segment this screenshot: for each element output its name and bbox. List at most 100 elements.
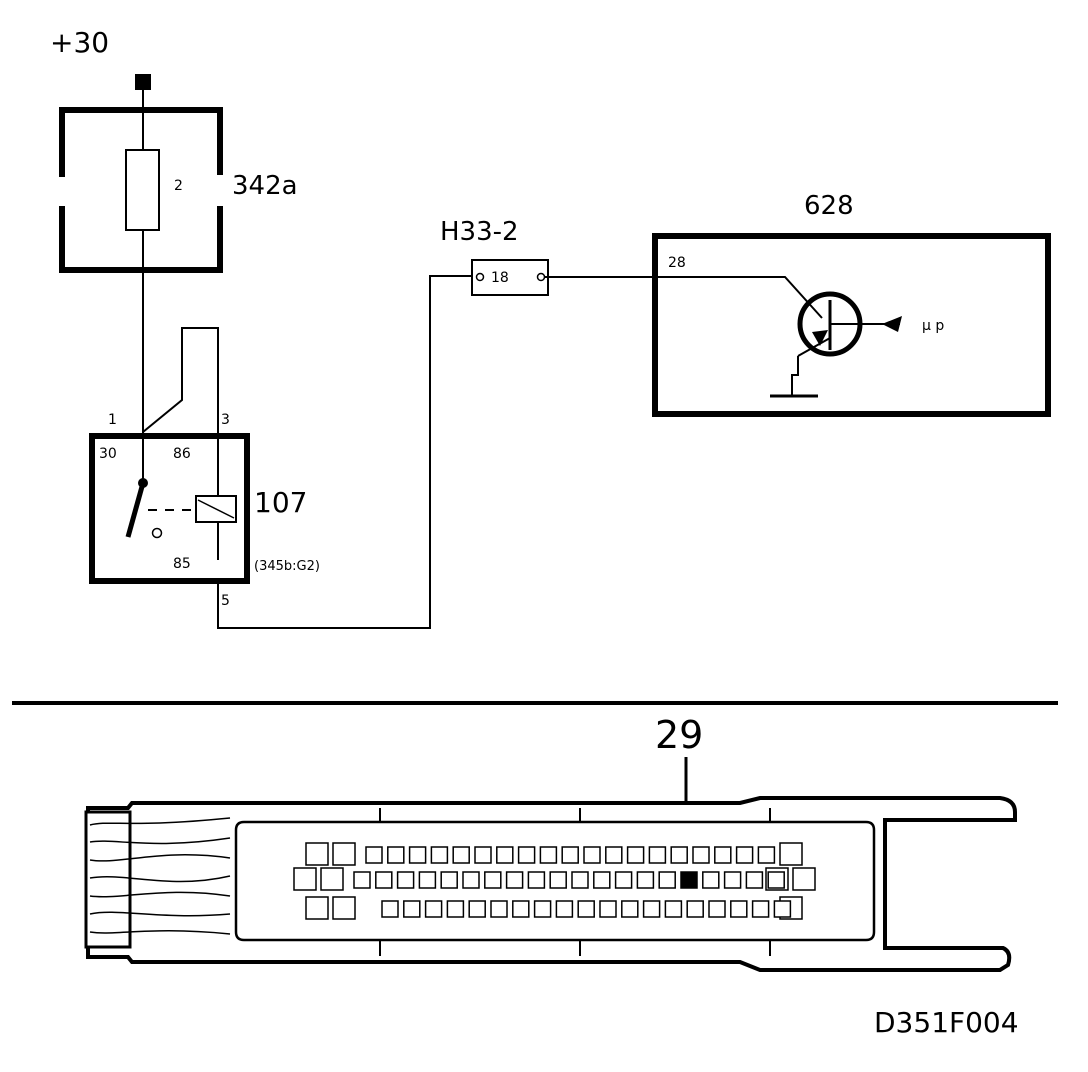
connector-pin xyxy=(723,871,742,889)
connector-pin xyxy=(708,900,726,918)
connector-ribs xyxy=(379,808,771,956)
connector-pin-highlighted xyxy=(680,871,698,889)
connector-large-pin xyxy=(779,842,803,866)
relay-terminal-85: 85 xyxy=(173,556,191,572)
connector-pin xyxy=(474,846,492,864)
relay-id: 107 xyxy=(254,486,307,519)
fuse-number: 2 xyxy=(174,178,183,194)
fuse-symbol xyxy=(125,149,160,231)
relay-terminal-30: 30 xyxy=(99,446,117,462)
relay-pin-1: 1 xyxy=(108,412,117,428)
relay-ref: (345b:G2) xyxy=(254,559,320,574)
connector-pin xyxy=(614,871,633,889)
connector-pin xyxy=(583,846,601,864)
connector-id: H33-2 xyxy=(440,217,519,247)
connector-pin xyxy=(490,900,508,918)
connector-pin xyxy=(577,900,595,918)
connector-pin xyxy=(702,871,720,889)
highlighted-pin-label: 29 xyxy=(655,713,703,757)
control-module-id: 628 xyxy=(804,191,854,221)
connector-pin xyxy=(571,871,589,889)
relay-pin-3: 3 xyxy=(221,412,230,428)
connector-pin xyxy=(408,846,427,864)
connector-pin xyxy=(418,871,437,889)
relay-terminal-86: 86 xyxy=(173,446,191,462)
transistor-arrow xyxy=(812,330,828,346)
control-module: 28 μ p xyxy=(652,233,1051,417)
relay-coil xyxy=(195,495,237,523)
connector-pin xyxy=(642,900,661,918)
connector-pin xyxy=(496,846,514,864)
connector-pin xyxy=(365,846,383,864)
transistor-emitter xyxy=(797,337,831,357)
connector-h33-2: 18 xyxy=(471,259,549,296)
connector-body xyxy=(471,259,549,296)
connector-pin xyxy=(745,871,764,889)
relay-contact-terminal xyxy=(151,527,163,539)
pin-grid xyxy=(293,842,816,920)
connector-pin xyxy=(664,900,683,918)
connector-large-pin xyxy=(332,896,356,920)
ground-wire xyxy=(791,356,799,396)
connector-pin xyxy=(446,900,465,918)
connector-pin xyxy=(512,900,530,918)
connector-pin xyxy=(561,846,579,864)
connector-pin xyxy=(648,846,667,864)
connector-large-pin xyxy=(332,842,356,866)
supply-label: +30 xyxy=(50,26,109,59)
connector-pin xyxy=(670,846,688,864)
connector-pin xyxy=(381,900,399,918)
cable-bundle xyxy=(84,810,231,949)
connector-pin xyxy=(396,871,415,889)
connector-pin xyxy=(452,846,470,864)
connector-pin xyxy=(636,871,655,889)
connector-pin xyxy=(730,900,748,918)
wire-relay-connector xyxy=(217,275,478,629)
connector-pin xyxy=(387,846,405,864)
connector-pin xyxy=(430,846,449,864)
connector-pin xyxy=(692,846,710,864)
connector-pin-number: 18 xyxy=(491,270,509,286)
connector-pin xyxy=(375,871,393,889)
connector-pin xyxy=(468,900,486,918)
control-module-pin: 28 xyxy=(668,255,686,271)
connector-pin xyxy=(773,900,792,918)
connector-large-pin xyxy=(792,867,816,891)
connector-pin xyxy=(424,900,443,918)
connector-pin xyxy=(757,846,776,864)
relay-pin-5: 5 xyxy=(221,593,230,609)
connector-pin xyxy=(549,871,567,889)
connector-pin xyxy=(505,871,524,889)
connector-large-pin xyxy=(293,867,317,891)
connector-pin xyxy=(462,871,480,889)
connector-pin xyxy=(714,846,732,864)
connector-pin-left xyxy=(475,272,485,282)
fuse-box-id: 342a xyxy=(232,171,298,201)
wire-connector-module xyxy=(545,276,823,319)
connector-pin xyxy=(626,846,645,864)
connector-pin xyxy=(539,846,558,864)
figure-code: D351F004 xyxy=(874,1006,1019,1039)
connector-pin xyxy=(686,900,704,918)
connector-pin xyxy=(658,871,676,889)
connector-pin xyxy=(517,846,536,864)
relay-housing xyxy=(89,433,250,584)
relay-coil-diagonal xyxy=(197,499,235,519)
connector-pin xyxy=(735,846,754,864)
connector-pin xyxy=(555,900,574,918)
connector-pin xyxy=(593,871,611,889)
connector-pin xyxy=(353,871,371,889)
connector-pin xyxy=(484,871,502,889)
connector-large-pin xyxy=(305,896,329,920)
connector-pin-right xyxy=(536,272,546,282)
connector-pin xyxy=(533,900,552,918)
connector-pin xyxy=(440,871,458,889)
connector-large-pin xyxy=(320,867,344,891)
connector-large-pin xyxy=(305,842,329,866)
connector-pin xyxy=(527,871,546,889)
supply-terminal xyxy=(135,74,151,90)
connector-pin xyxy=(605,846,623,864)
control-module-housing xyxy=(652,233,1051,417)
ecu-connector xyxy=(84,796,1017,972)
